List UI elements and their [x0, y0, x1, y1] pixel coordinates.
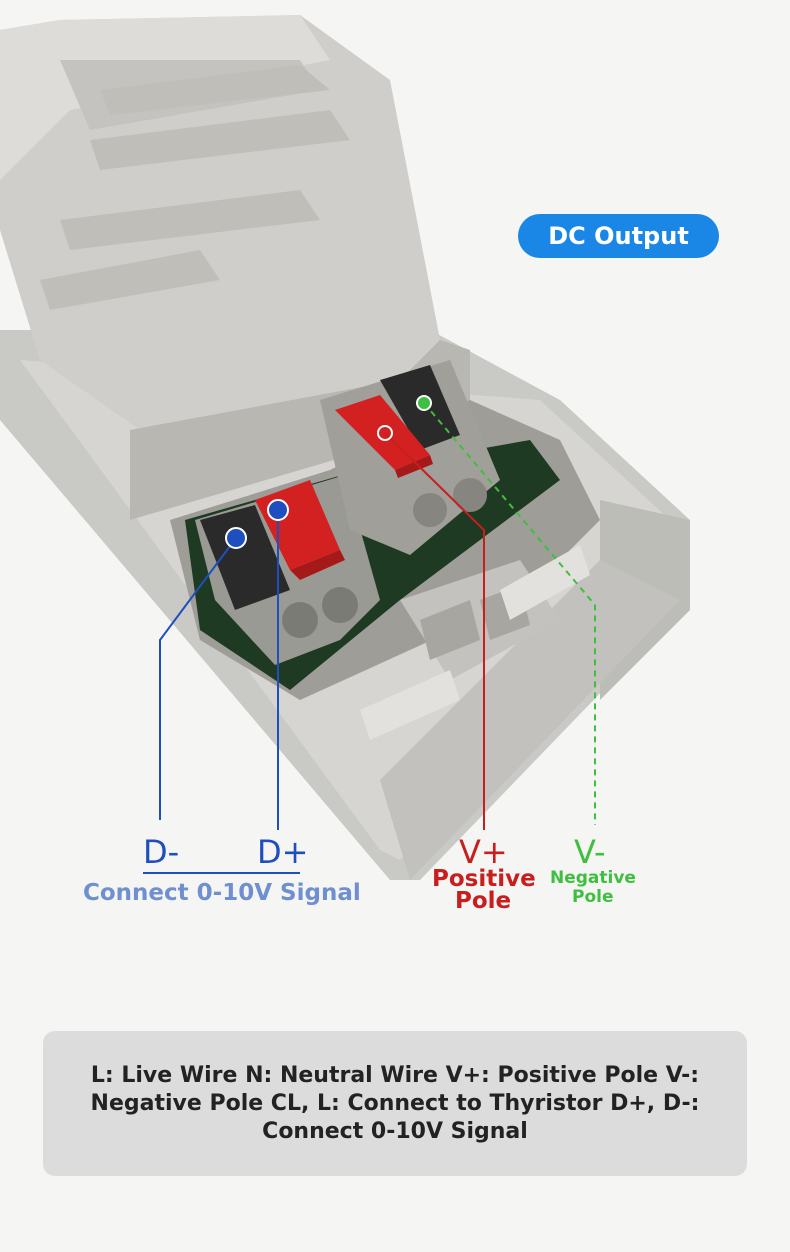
- d-minus-label: D-: [143, 833, 180, 871]
- dimming-terminal-block: [195, 475, 380, 665]
- d-plus-marker: [267, 499, 289, 521]
- dc-output-badge: DC Output: [518, 214, 719, 258]
- legend-caption-text: L: Live Wire N: Neutral Wire V+: Positiv…: [90, 1062, 700, 1144]
- v-plus-caption-line1: Positive: [432, 866, 536, 892]
- v-minus-marker: [416, 395, 432, 411]
- v-minus-leader: [423, 402, 596, 825]
- v-plus-label: V+: [459, 833, 508, 871]
- legend-caption-box: L: Live Wire N: Neutral Wire V+: Positiv…: [43, 1031, 747, 1176]
- d-minus-marker: [225, 527, 247, 549]
- v-minus-label: V-: [574, 833, 606, 871]
- v-minus-caption-line2: Pole: [572, 887, 614, 907]
- signal-label: Connect 0-10V Signal: [83, 880, 361, 906]
- d-minus-leader: [159, 537, 237, 820]
- d-plus-label: D+: [257, 833, 309, 871]
- v-plus-caption-line2: Pole: [455, 888, 512, 914]
- v-plus-marker: [377, 425, 393, 441]
- front-compartment: [360, 545, 590, 740]
- v-minus-caption-line1: Negative: [550, 868, 636, 888]
- v-plus-leader: [384, 432, 485, 830]
